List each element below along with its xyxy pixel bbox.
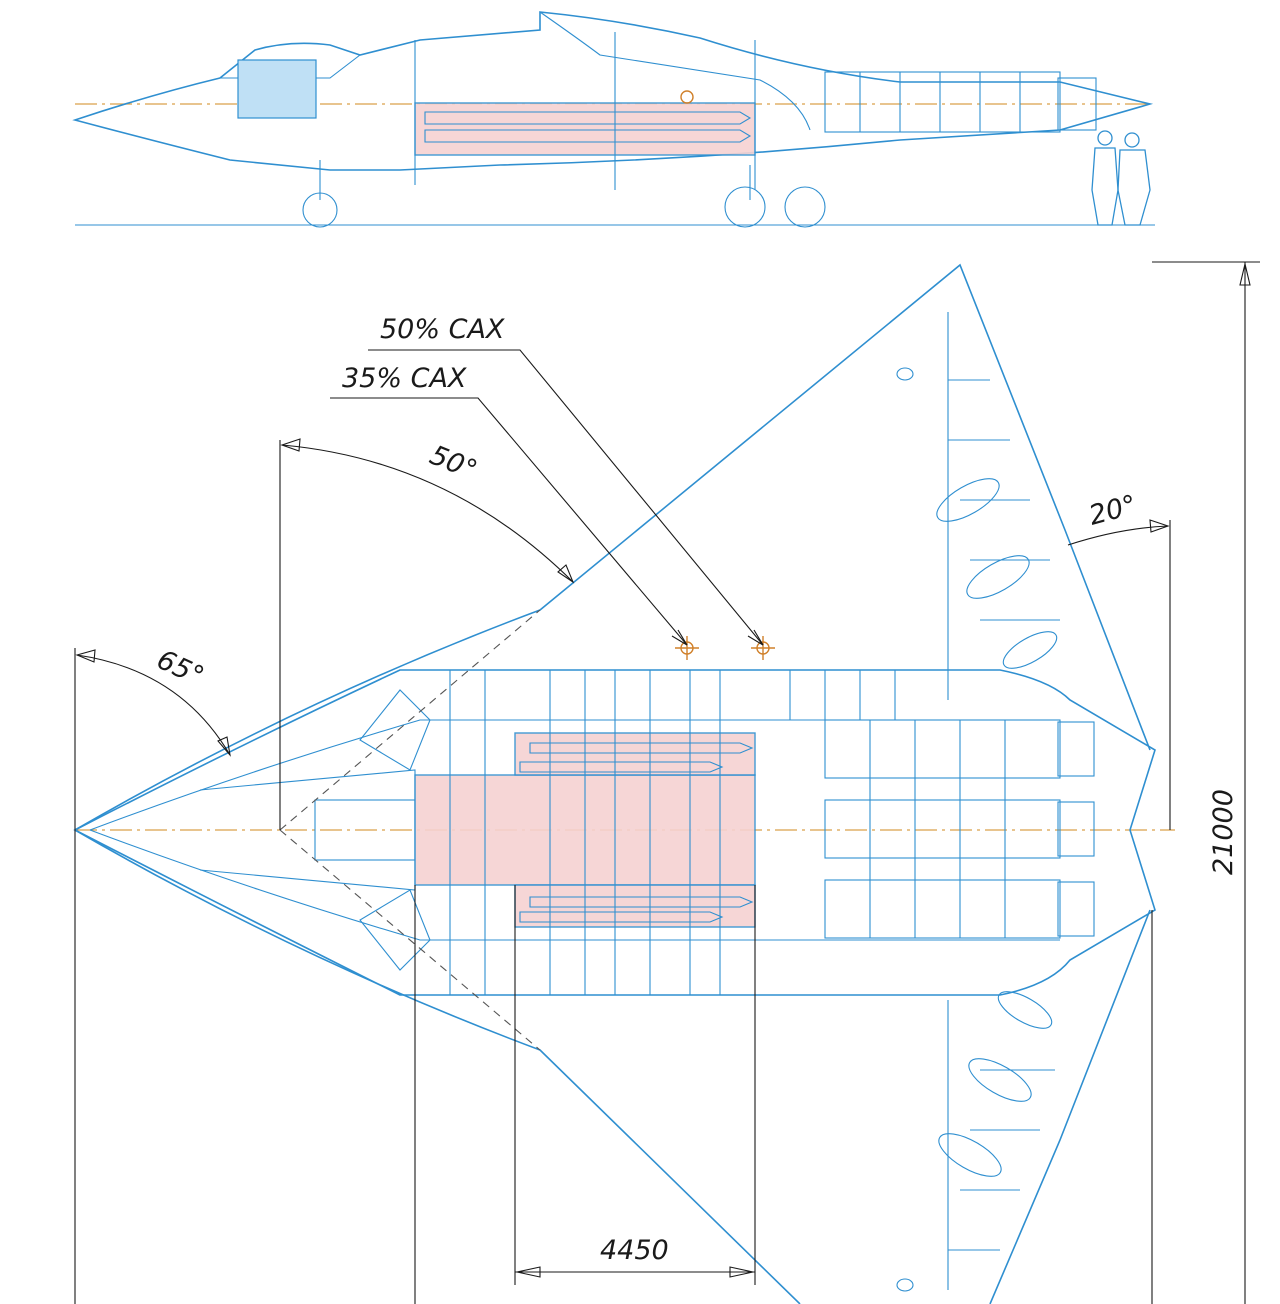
angle-65-label: 65°	[152, 644, 208, 692]
missiles	[519, 742, 754, 923]
side-intake	[539, 11, 811, 131]
arrow-bay-left	[516, 1266, 541, 1278]
side-weapons-bay	[414, 102, 756, 156]
side-frames	[414, 32, 756, 190]
mac35-leader	[330, 397, 688, 646]
arc-20	[1067, 525, 1169, 546]
fuselage-frames	[449, 670, 896, 995]
side-missile-1	[424, 111, 752, 125]
arrow-20	[1149, 519, 1170, 533]
mac50-leader	[368, 349, 764, 646]
arrow-50a	[280, 438, 301, 452]
upper-weapons-bay	[514, 732, 756, 776]
mac50-label: 50% CAX	[380, 314, 505, 345]
wing-panels	[947, 312, 1060, 1290]
mac35-arrow	[671, 629, 688, 646]
top-view	[73, 263, 1175, 1304]
arrow-length	[1239, 263, 1251, 286]
side-engine	[824, 71, 1097, 133]
inner-line-lower	[89, 829, 1060, 941]
human-figures-icon	[1091, 130, 1151, 226]
lower-weapons-bay	[514, 884, 756, 928]
arc-50	[281, 444, 574, 583]
arrow-65a	[75, 649, 96, 663]
side-missile-2	[424, 129, 752, 143]
inner-line-upper	[89, 719, 1060, 831]
angle-20-label: 20°	[1086, 489, 1140, 531]
side-fuselage	[72, 11, 1154, 171]
wing-ellipses	[896, 367, 1058, 1292]
side-cockpit	[237, 59, 317, 119]
mac50-arrow	[747, 629, 764, 646]
dashed-sweep-reference	[279, 609, 541, 1051]
cg-marks	[675, 636, 775, 660]
length-dimension-label: 21000	[1208, 789, 1239, 875]
arrow-50b	[557, 564, 575, 584]
bay-dimension-label: 4450	[600, 1235, 669, 1266]
engines	[824, 719, 1095, 939]
dimensions	[74, 261, 1260, 1304]
arrow-bay-right	[729, 1266, 754, 1278]
top-fuselage	[73, 669, 1156, 996]
upper-wing	[74, 263, 1151, 831]
angle-50-label: 50°	[425, 440, 481, 487]
labels: 50% CAX 35% CAX 50° 65° 20° 21000 4450	[152, 314, 1239, 1266]
mac35-label: 35% CAX	[342, 363, 467, 394]
arc-65	[76, 654, 231, 756]
lower-intake	[359, 889, 431, 971]
upper-intake	[359, 689, 431, 771]
lower-wing	[74, 829, 1151, 1304]
side-cg-mark	[680, 90, 694, 104]
side-landing-gear	[302, 160, 826, 228]
arrow-65b	[217, 736, 231, 757]
side-view	[72, 11, 1155, 228]
